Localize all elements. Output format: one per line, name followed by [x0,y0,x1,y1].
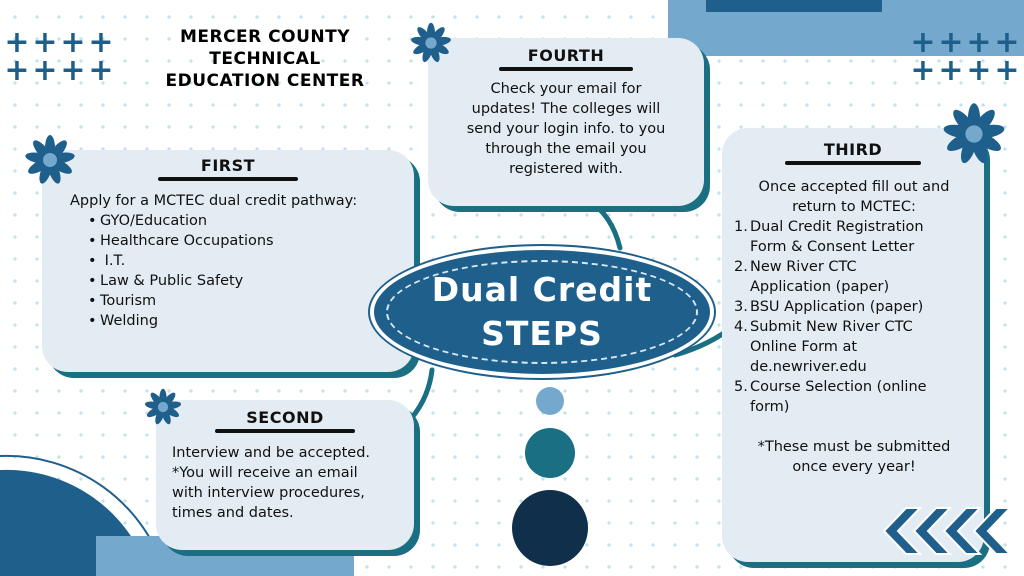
card-title: SECOND [246,408,324,427]
plus-icon: + [938,25,964,60]
list-item: Welding [88,311,414,331]
list-item: 3.BSU Application (paper) [734,299,924,315]
dual-credit-steps-oval: Dual Credit STEPS [374,250,710,374]
list-item: I.T. [88,251,414,271]
flower-icon [943,103,1005,164]
plus-icon: + [88,53,114,88]
top-right-decor-bar-dark [706,0,882,12]
chevron-icon [972,507,1013,555]
organization-title: MERCER COUNTY TECHNICAL EDUCATION CENTER [165,27,365,91]
decor-circle-medium [525,428,575,478]
title-underline [215,429,355,433]
title-underline [158,177,298,181]
step-second-card: SECOND Interview and be accepted. *You w… [156,400,414,550]
card-title: FOURTH [527,46,605,65]
list-item: GYO/Education [88,211,414,231]
step-fourth-card: FOURTH Check your email for updates! The… [428,38,704,206]
arrow-icon [585,197,623,251]
pathway-list: GYO/Education Healthcare Occupations I.T… [88,211,414,331]
plus-icon: + [994,53,1020,88]
plus-icon: + [910,53,936,88]
card-body: Apply for a MCTEC dual credit pathway: G… [42,181,414,331]
list-item: Tourism [88,291,414,311]
plus-icon: + [4,25,30,60]
plus-icon: + [88,25,114,60]
card-title: THIRD [823,140,883,159]
step-third-card: THIRD Once accepted fill out and return … [722,128,984,562]
list-item: Healthcare Occupations [88,231,414,251]
plus-icon: + [966,53,992,88]
plus-icon: + [32,53,58,88]
chevron-icon [942,507,983,555]
plus-icon: + [994,25,1020,60]
chevron-icon [912,507,953,555]
plus-icon-grid-left: ++++ ++++ [4,25,114,88]
card-body: Check your email for updates! The colleg… [466,81,666,177]
plus-icon: + [4,53,30,88]
plus-icon: + [60,25,86,60]
chevron-icon [882,507,923,555]
flower-icon [144,388,182,425]
oval-dashed-border [386,260,698,364]
chevron-icon-group [882,507,1013,555]
title-underline [785,161,921,165]
plus-icon: + [32,25,58,60]
step-first-card: FIRST Apply for a MCTEC dual credit path… [42,150,414,372]
card-title: FIRST [200,156,256,175]
list-item: Law & Public Safety [88,271,414,291]
plus-icon: + [60,53,86,88]
decor-circle-small [536,387,564,415]
intro-text: Apply for a MCTEC dual credit pathway: [70,193,358,209]
card-body: Once accepted fill out and return to MCT… [722,165,984,477]
flower-icon [411,22,451,63]
title-underline [499,67,633,71]
plus-icon-grid-right: ++++ ++++ [910,25,1020,88]
flower-icon [25,135,75,184]
card-body: Interview and be accepted. *You will rec… [172,445,371,521]
plus-icon: + [966,25,992,60]
note-text: *These must be submitted once every year… [757,439,951,475]
oval-title: Dual Credit STEPS [431,270,653,353]
plus-icon: + [938,53,964,88]
decor-circle-large [512,490,588,566]
plus-icon: + [910,25,936,60]
